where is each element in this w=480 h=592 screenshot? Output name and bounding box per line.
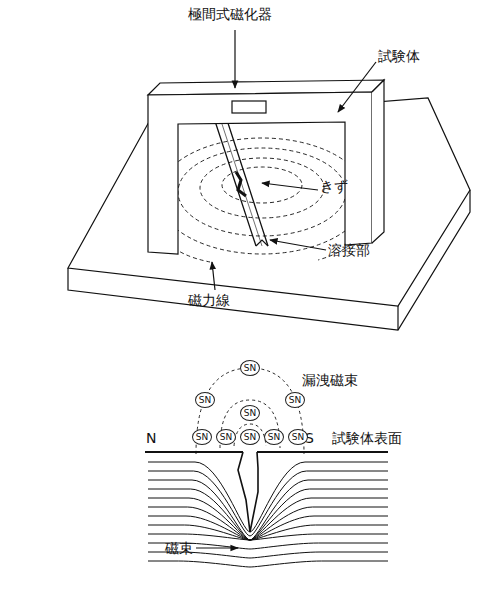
- pole-pair: SN: [289, 396, 301, 405]
- magnet-circle: SN: [192, 429, 212, 445]
- magnet-circle: SN: [285, 392, 305, 408]
- pole-pair: SN: [196, 433, 208, 442]
- pole-pair: SN: [199, 396, 211, 405]
- pole-pair: SN: [268, 433, 280, 442]
- pole-label: N: [146, 430, 156, 446]
- part-label: 磁力線: [188, 292, 230, 308]
- part-label: 漏洩磁束: [302, 372, 358, 388]
- flux-line: [148, 480, 388, 540]
- magnet-circle: SN: [288, 429, 308, 445]
- magnet-circle: SN: [240, 360, 260, 376]
- flux-line: [148, 525, 388, 540]
- pole-pair: SN: [244, 409, 256, 418]
- part-label: 試験体表面: [332, 430, 402, 446]
- part-label: 溶接部: [328, 242, 370, 258]
- part-label: 磁束: [165, 540, 193, 556]
- flux-line: [148, 489, 388, 540]
- flux-line: [148, 534, 388, 540]
- magnet-circle: SN: [240, 429, 260, 445]
- part-label: きず: [320, 178, 348, 194]
- pole-pair: SN: [244, 433, 256, 442]
- flux-line: [148, 498, 388, 540]
- magnet-circle: SN: [240, 405, 260, 421]
- part-label: 試験体: [378, 48, 420, 64]
- pole-pair: SN: [244, 364, 256, 373]
- magnet-circle: SN: [216, 429, 236, 445]
- flux-line: [148, 471, 388, 536]
- magnet-circle: SN: [195, 392, 215, 408]
- flux-line: [148, 507, 388, 540]
- pole-pair: SN: [220, 433, 232, 442]
- flux-line: [148, 516, 388, 540]
- part-label: 極間式磁化器: [188, 6, 272, 22]
- flux-line: [148, 561, 388, 567]
- pole-pair: SN: [292, 433, 304, 442]
- magnet-circle: SN: [264, 429, 284, 445]
